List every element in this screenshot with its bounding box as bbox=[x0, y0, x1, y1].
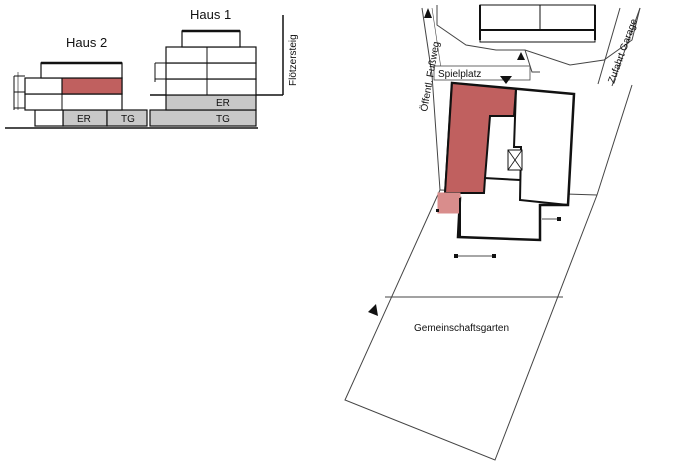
haus1-tg-band bbox=[149, 109, 257, 127]
section-drawing: Haus 2 ER TG Haus 1 ER TG Flö bbox=[5, 7, 299, 129]
haus1-section: Haus 1 ER TG Flötzersteig bbox=[149, 7, 299, 127]
plot-outline bbox=[344, 74, 633, 461]
haus2-basement-left bbox=[34, 109, 64, 127]
haus2-top-floor bbox=[40, 62, 123, 79]
haus2-title: Haus 2 bbox=[66, 35, 107, 50]
top-building-block bbox=[479, 4, 596, 43]
entrance-arrow-icon bbox=[424, 8, 432, 18]
haus1-title: Haus 1 bbox=[190, 7, 231, 22]
entrance-arrow-icon bbox=[368, 304, 378, 316]
haus1-top-floor bbox=[181, 30, 241, 48]
playground-label: Spielplatz bbox=[438, 69, 481, 80]
top-building bbox=[436, 4, 641, 87]
site-plan: Öffentl. Fußweg Spielplatz Zufahrt Garag… bbox=[344, 4, 641, 461]
haus1-er-label: ER bbox=[216, 98, 230, 109]
haus1-floor-1 bbox=[165, 46, 257, 64]
haus2-tg-band bbox=[106, 109, 148, 127]
haus2-tg-label: TG bbox=[121, 114, 135, 125]
highlighted-terrace bbox=[437, 192, 461, 214]
entrance-arrow-icon bbox=[517, 52, 525, 60]
main-building bbox=[436, 81, 576, 258]
haus1-floor-3 bbox=[165, 78, 257, 96]
haus1-floor-2 bbox=[165, 62, 257, 80]
haus2-highlight-unit bbox=[61, 77, 123, 95]
garden-label: Gemeinschaftsgarten bbox=[414, 323, 509, 334]
garage-access-label: Zufahrt Garage bbox=[606, 17, 640, 85]
haus2-er-label: ER bbox=[77, 114, 91, 125]
street-label: Flötzersteig bbox=[288, 34, 299, 86]
entrance-arrow-icon bbox=[500, 76, 512, 84]
haus2-ground-floor bbox=[24, 93, 123, 111]
haus1-er-band bbox=[165, 94, 257, 111]
haus1-tg-label: TG bbox=[216, 114, 230, 125]
haus2-section: Haus 2 ER TG bbox=[13, 35, 148, 127]
